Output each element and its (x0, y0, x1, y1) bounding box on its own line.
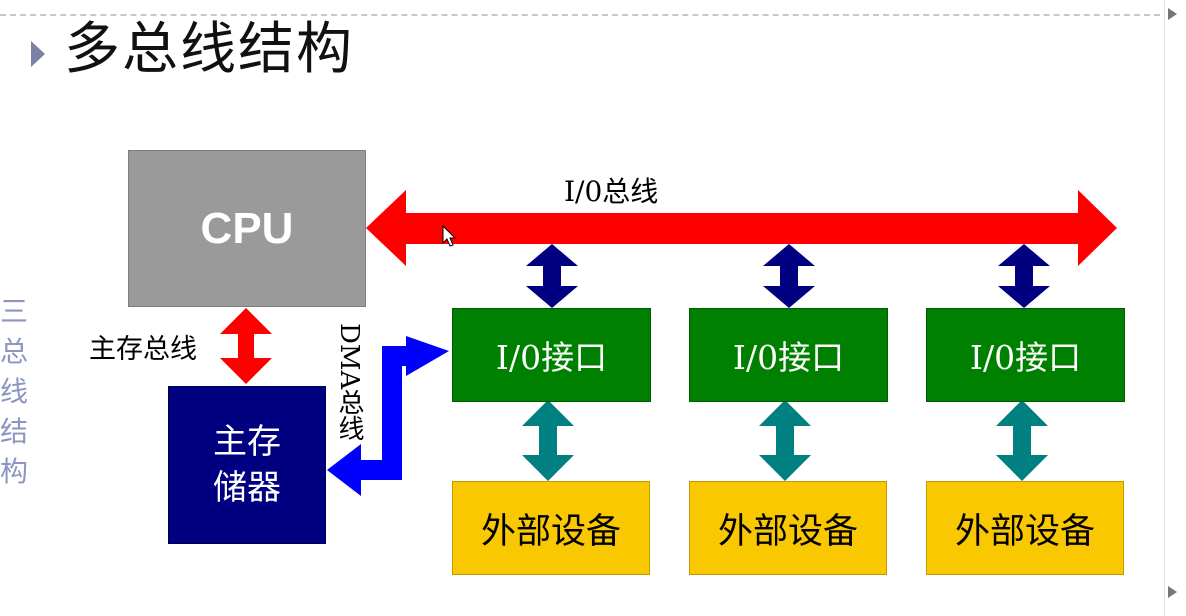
scrollbar-track[interactable] (1164, 0, 1165, 616)
io-interface-box: I/0接口 (689, 308, 888, 402)
io-link-arrow (763, 244, 815, 308)
device-link-arrow (996, 400, 1048, 481)
device-link-arrow (522, 400, 574, 481)
external-device-box: 外部设备 (926, 481, 1124, 575)
dma-bus-label: DMA总线 (334, 323, 364, 442)
io-interface-box: I/0接口 (452, 308, 651, 402)
main-memory-bus-arrow (220, 308, 272, 384)
title-bullet-icon (31, 41, 45, 67)
main-memory-box: 主存储器 (168, 386, 326, 544)
cpu-box: CPU (128, 150, 366, 307)
top-dashed-divider (0, 14, 1160, 16)
io-bus-label: I/0总线 (564, 175, 659, 208)
io-interface-box: I/0接口 (926, 308, 1125, 402)
slide-title: 多总线结构 (64, 17, 354, 82)
scroll-arrow-icon[interactable] (1168, 8, 1177, 20)
side-outline-label[interactable]: 三总线结构 (0, 295, 29, 488)
main-memory-bus-label: 主存总线 (89, 334, 197, 365)
scroll-arrow-icon[interactable] (1168, 586, 1177, 598)
dma-bus-arrow (327, 336, 449, 496)
external-device-box: 外部设备 (452, 481, 650, 575)
device-link-arrow (759, 400, 811, 481)
io-link-arrow (998, 244, 1050, 308)
main-memory-label: 主存储器 (213, 422, 281, 508)
external-device-box: 外部设备 (689, 481, 887, 575)
io-bus-arrow (366, 190, 1117, 266)
io-link-arrow (526, 244, 578, 308)
cursor-icon (442, 224, 457, 247)
